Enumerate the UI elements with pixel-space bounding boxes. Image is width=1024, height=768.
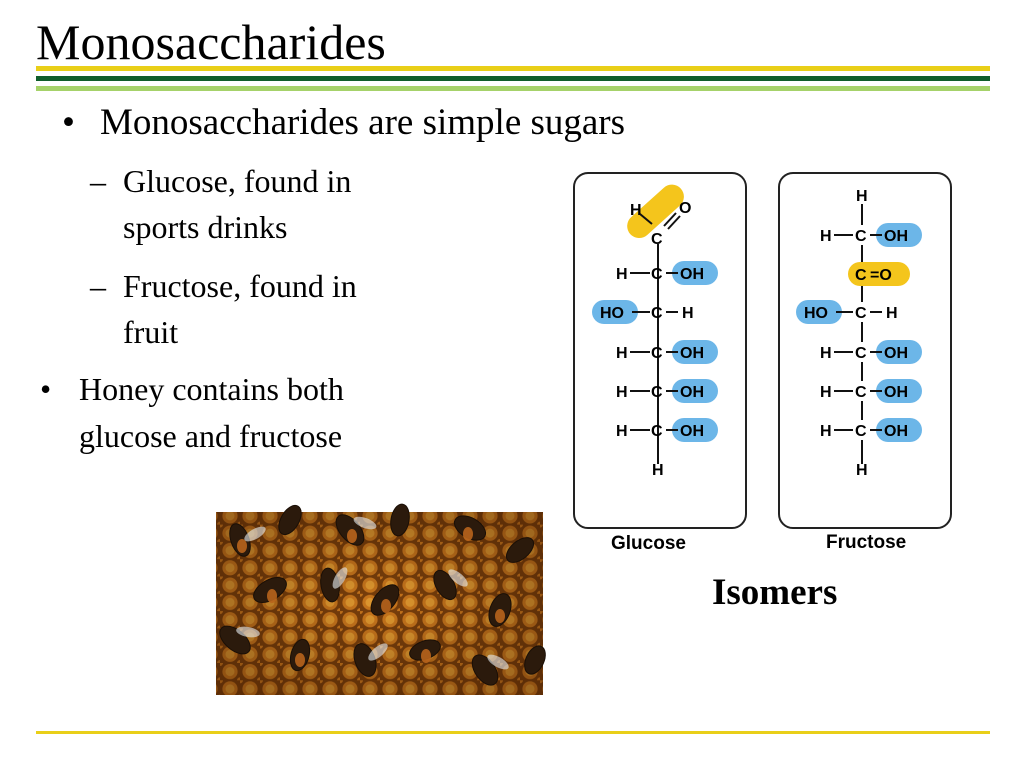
svg-text:OH: OH bbox=[884, 423, 908, 440]
svg-text:HO: HO bbox=[804, 305, 828, 322]
svg-text:OH: OH bbox=[680, 384, 704, 401]
svg-text:C: C bbox=[855, 305, 867, 322]
bullet-mark: • bbox=[62, 102, 75, 143]
bullet-main-text: Monosaccharides are simple sugars bbox=[100, 102, 626, 143]
svg-text:C: C bbox=[651, 266, 663, 283]
fructose-structure: H H C OH C =O HO C H H bbox=[796, 188, 922, 479]
svg-text:C: C bbox=[855, 228, 867, 245]
svg-text:OH: OH bbox=[680, 423, 704, 440]
svg-text:HO: HO bbox=[600, 305, 624, 322]
fructose-caption: Fructose bbox=[826, 532, 907, 553]
glucose-bottom-h: H bbox=[652, 462, 664, 479]
fructose-row: HO C H bbox=[796, 300, 898, 324]
svg-text:OH: OH bbox=[884, 228, 908, 245]
svg-text:C: C bbox=[855, 423, 867, 440]
svg-text:H: H bbox=[616, 266, 628, 283]
fructose-row: H C OH bbox=[820, 379, 922, 403]
glucose-top-h: H bbox=[630, 202, 642, 219]
svg-text:C: C bbox=[651, 231, 663, 248]
svg-text:C: C bbox=[651, 384, 663, 401]
honeycomb-bees-image bbox=[216, 503, 546, 695]
isomers-caption: Isomers bbox=[712, 572, 838, 613]
fructose-row: C =O bbox=[848, 262, 910, 286]
svg-text:H: H bbox=[820, 345, 832, 362]
dash-mark: – bbox=[90, 163, 106, 199]
footer-rule-yellow bbox=[36, 731, 990, 734]
title-rule-yellow bbox=[36, 66, 990, 71]
bullet-honey-text: Honey contains both glucose and fructose bbox=[79, 371, 344, 454]
glucose-caption: Glucose bbox=[611, 533, 686, 554]
svg-text:H: H bbox=[616, 384, 628, 401]
svg-text:C: C bbox=[651, 305, 663, 322]
svg-text:H: H bbox=[616, 423, 628, 440]
dash-mark: – bbox=[90, 268, 106, 304]
svg-text:H: H bbox=[820, 423, 832, 440]
svg-text:H: H bbox=[886, 305, 898, 322]
fructose-row: H C OH bbox=[820, 223, 922, 247]
svg-text:C: C bbox=[855, 267, 867, 284]
svg-text:O: O bbox=[679, 200, 691, 217]
svg-text:OH: OH bbox=[884, 345, 908, 362]
fructose-top-h: H bbox=[856, 188, 868, 205]
svg-text:C: C bbox=[651, 345, 663, 362]
svg-text:H: H bbox=[682, 305, 694, 322]
svg-text:OH: OH bbox=[680, 266, 704, 283]
glucose-row: H C OH bbox=[616, 379, 718, 403]
glucose-row: HO C H bbox=[592, 300, 694, 324]
sub-bullet-fructose-text: Fructose, found in fruit bbox=[123, 268, 357, 350]
svg-text:C: C bbox=[651, 423, 663, 440]
fructose-bottom-h: H bbox=[856, 462, 868, 479]
isomer-diagram: H C O H C OH HO C H H C OH bbox=[573, 172, 952, 529]
svg-text:H: H bbox=[820, 384, 832, 401]
fructose-row: H C OH bbox=[820, 418, 922, 442]
page-title: Monosaccharides bbox=[36, 14, 386, 70]
title-rule-light-green bbox=[36, 86, 990, 91]
svg-text:H: H bbox=[616, 345, 628, 362]
title-rule-green bbox=[36, 76, 990, 81]
svg-text:H: H bbox=[820, 228, 832, 245]
fructose-row: H C OH bbox=[820, 340, 922, 364]
svg-text:=O: =O bbox=[870, 267, 892, 284]
glucose-structure: H C O H C OH HO C H H C OH bbox=[592, 184, 718, 479]
bullet-mark: • bbox=[40, 371, 52, 407]
svg-text:OH: OH bbox=[884, 384, 908, 401]
svg-text:C: C bbox=[855, 384, 867, 401]
svg-text:C: C bbox=[855, 345, 867, 362]
sub-bullet-glucose-text: Glucose, found in sports drinks bbox=[123, 163, 352, 245]
glucose-row: H C OH bbox=[616, 418, 718, 442]
glucose-row: H C OH bbox=[616, 261, 718, 285]
svg-text:OH: OH bbox=[680, 345, 704, 362]
glucose-row: H C OH bbox=[616, 340, 718, 364]
